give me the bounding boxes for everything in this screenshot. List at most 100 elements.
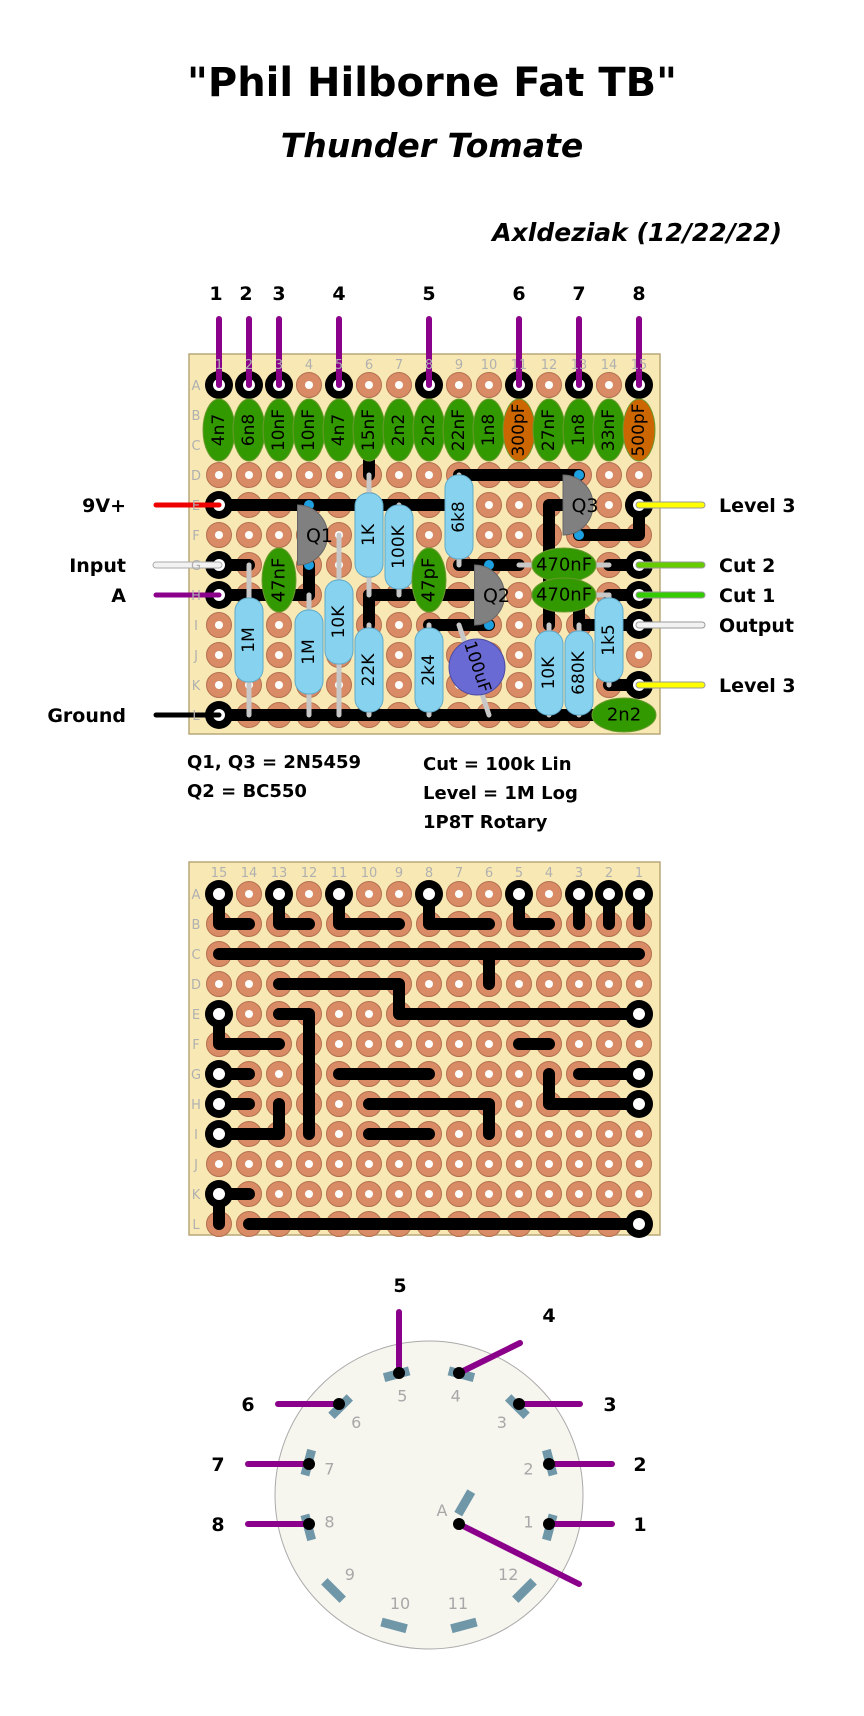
- pad-hole: [395, 651, 403, 659]
- ceramic-capacitor: [261, 547, 297, 613]
- transistor: [297, 504, 328, 566]
- pad-hole: [545, 1130, 553, 1138]
- column-label: 8: [425, 866, 433, 881]
- pad-hole: [395, 621, 403, 629]
- pad-hole: [515, 621, 523, 629]
- switch-lug: [321, 1578, 346, 1603]
- pad-hole: [305, 1160, 313, 1168]
- pad-hole: [425, 1160, 433, 1168]
- pad-hole: [275, 651, 283, 659]
- column-label: 3: [575, 866, 583, 881]
- pad-hole: [215, 1160, 223, 1168]
- column-label: 6: [365, 358, 373, 373]
- pad-hole: [245, 890, 253, 898]
- pad-hole: [395, 381, 403, 389]
- pad-hole: [425, 531, 433, 539]
- resistor-value: 2k4: [419, 654, 439, 685]
- wire-label: Level 3: [719, 495, 796, 517]
- switch-pin: [303, 1518, 315, 1530]
- pad-hole: [575, 1130, 583, 1138]
- pad-hole: [395, 471, 403, 479]
- row-label: I: [194, 619, 198, 634]
- pad-hole: [515, 681, 523, 689]
- pad-hole: [425, 1040, 433, 1048]
- capacitor-value: 27nF: [539, 409, 559, 451]
- resistor-value: 22K: [359, 653, 379, 687]
- wire-label: A: [111, 585, 126, 607]
- switch-pin-label: 4: [332, 283, 345, 305]
- pad-hole: [485, 501, 493, 509]
- row-label: E: [192, 1008, 200, 1023]
- pad-hole: [395, 1040, 403, 1048]
- pad-hole: [605, 980, 613, 988]
- switch-pin: [453, 1367, 465, 1379]
- pad-hole: [455, 1160, 463, 1168]
- transistor-leg: [574, 470, 584, 480]
- row-label: B: [192, 409, 201, 424]
- pad-hole: [635, 1040, 643, 1048]
- wire-label: 9V+: [82, 495, 126, 517]
- capacitor-value: 22nF: [449, 409, 469, 451]
- pad-hole: [215, 651, 223, 659]
- column-label: 1: [215, 358, 223, 373]
- pad-hole: [305, 1190, 313, 1198]
- resistor-value: 1K: [359, 523, 379, 546]
- switch-lug: [450, 1617, 478, 1634]
- pad-hole: [515, 501, 523, 509]
- resistor-value: 1k5: [599, 624, 619, 655]
- row-label: C: [191, 948, 200, 963]
- switch-wire-label: 7: [211, 1454, 224, 1476]
- row-label: H: [191, 589, 201, 604]
- wire-pad-hole: [273, 888, 285, 900]
- pad-hole: [635, 471, 643, 479]
- column-label: 9: [395, 866, 403, 881]
- pad-hole: [245, 531, 253, 539]
- pad-hole: [245, 1160, 253, 1168]
- switch-wire: [456, 1340, 523, 1376]
- lug-number: 5: [397, 1387, 407, 1406]
- pad-hole: [635, 1130, 643, 1138]
- column-label: 15: [631, 358, 648, 373]
- pad-hole: [365, 1160, 373, 1168]
- column-label: 10: [481, 358, 498, 373]
- capacitor-value: 2n2: [419, 414, 439, 446]
- copper-strip: [273, 1008, 315, 1140]
- wire-pad-hole: [213, 1188, 225, 1200]
- capacitor-value: 33nF: [599, 409, 619, 451]
- pad-hole: [485, 1160, 493, 1168]
- pad-hole: [515, 1070, 523, 1078]
- pad-hole: [365, 1010, 373, 1018]
- mica-capacitor: [622, 398, 656, 462]
- note-q2: Q2 = BC550: [187, 781, 307, 802]
- lug-number: 11: [448, 1594, 468, 1613]
- resistor-value: 1M: [299, 639, 319, 664]
- pad-hole: [275, 681, 283, 689]
- resistor: [324, 579, 354, 665]
- pad-hole: [545, 381, 553, 389]
- pad-hole: [215, 471, 223, 479]
- pad-hole: [395, 890, 403, 898]
- switch-wire-label: 1: [633, 1514, 646, 1536]
- common-lug: [454, 1489, 476, 1517]
- switch-pin-label: 8: [632, 283, 645, 305]
- pad-hole: [485, 890, 493, 898]
- resistor: [354, 627, 384, 713]
- column-label: 1: [635, 866, 643, 881]
- page-subtitle: Thunder Tomate: [280, 126, 584, 165]
- capacitor-value: 1n8: [479, 414, 499, 446]
- row-label: G: [191, 1068, 201, 1083]
- resistor: [594, 597, 624, 683]
- wire-label: Cut 1: [719, 585, 775, 607]
- pad-hole: [485, 1070, 493, 1078]
- switch-body: [274, 1340, 584, 1650]
- note-rotary: 1P8T Rotary: [423, 812, 548, 833]
- row-label: A: [192, 888, 201, 903]
- transistor-label: Q2: [483, 585, 510, 607]
- column-label: 12: [301, 866, 318, 881]
- pad-hole: [545, 1190, 553, 1198]
- pad-hole: [275, 621, 283, 629]
- page-title: "Phil Hilborne Fat TB": [187, 60, 677, 106]
- capacitor-value: 2n2: [389, 414, 409, 446]
